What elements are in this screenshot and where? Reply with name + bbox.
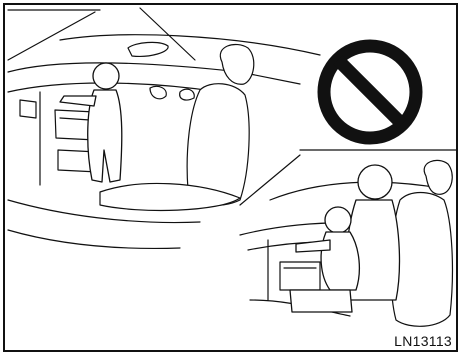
adult-legs (290, 290, 352, 312)
windshield-frame (8, 8, 320, 60)
prohibition-sign (324, 46, 416, 138)
dashboard (8, 63, 300, 92)
headrest-right (424, 160, 452, 194)
infant-head (325, 207, 351, 233)
child-arm (60, 96, 96, 106)
infant-arm (296, 240, 330, 252)
figure-code: LN13113 (392, 333, 454, 349)
vent-left (20, 100, 36, 118)
adult-head (358, 165, 392, 199)
rearview-mirror (128, 42, 168, 56)
headrest-left (220, 44, 254, 84)
child-head (93, 63, 119, 89)
no-entry-slash (338, 60, 402, 124)
passenger-seat-right (391, 193, 452, 327)
dash-knob (150, 86, 194, 100)
left-scene (8, 8, 320, 248)
adult-with-child (290, 165, 399, 312)
standing-child (60, 63, 122, 182)
